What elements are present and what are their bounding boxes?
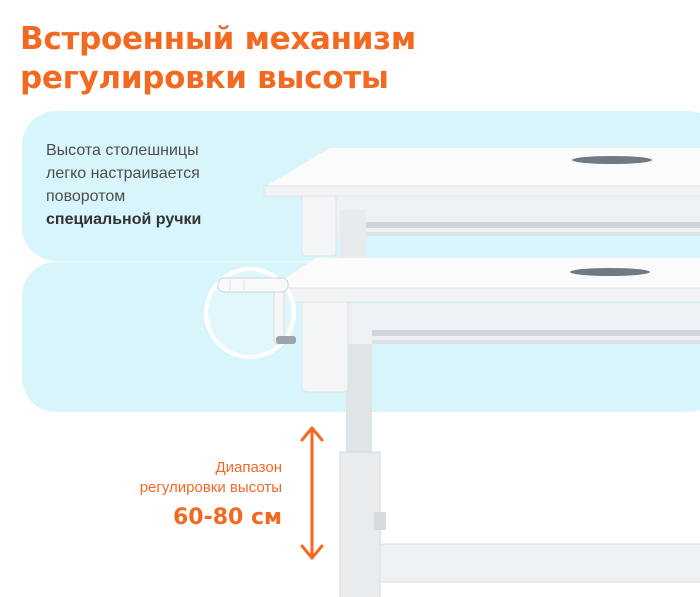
feature-description: Высота столешницы легко настраивается по… <box>46 139 201 231</box>
desk-lowered <box>265 258 700 597</box>
raised-desktop-surface <box>266 148 700 186</box>
crank-handle <box>204 267 296 359</box>
lowered-desk-bracket <box>301 299 349 393</box>
range-label-line-2: регулировки высоты <box>139 479 282 496</box>
range-value: 60-80 см <box>172 505 282 530</box>
lowered-desk-rail <box>372 330 700 336</box>
title-line-2: регулировки высоты <box>20 60 389 96</box>
lowered-cable-hole <box>570 268 650 276</box>
height-range-info: Диапазон регулировки высоты 60-80 см <box>140 458 282 534</box>
raised-desk-rail-2 <box>360 232 700 236</box>
arrow-head-up <box>300 426 324 442</box>
leg-clamp <box>374 512 386 530</box>
raised-desktop-edge <box>263 185 700 197</box>
lowered-desk-frame <box>330 304 700 344</box>
title-line-1: Встроенный механизм <box>20 21 416 57</box>
leg-lower-tube <box>339 451 381 597</box>
range-label-line-1: Диапазон <box>215 459 282 476</box>
description-line-4: специальной ручки <box>46 211 202 228</box>
lowered-desktop-surface <box>270 258 700 288</box>
crank-shaft <box>276 336 296 344</box>
raised-desk-post <box>340 210 366 260</box>
arrow-head-down <box>300 544 324 560</box>
description-line-1: Высота столешницы <box>46 142 199 159</box>
lowered-desk-rail-2 <box>372 340 700 344</box>
desk-raised <box>263 148 700 260</box>
description-line-2: легко настраивается <box>46 165 200 182</box>
raised-cable-hole <box>572 156 652 164</box>
page-title: Встроенный механизм регулировки высоты <box>20 20 416 98</box>
description-line-3: поворотом <box>46 188 126 205</box>
crank-grip <box>217 277 289 293</box>
raised-desk-rail <box>360 222 700 228</box>
crossbar <box>379 543 700 583</box>
height-range-arrow <box>300 426 324 560</box>
raised-desk-bracket <box>301 189 337 257</box>
lowered-desktop-edge <box>265 287 700 303</box>
